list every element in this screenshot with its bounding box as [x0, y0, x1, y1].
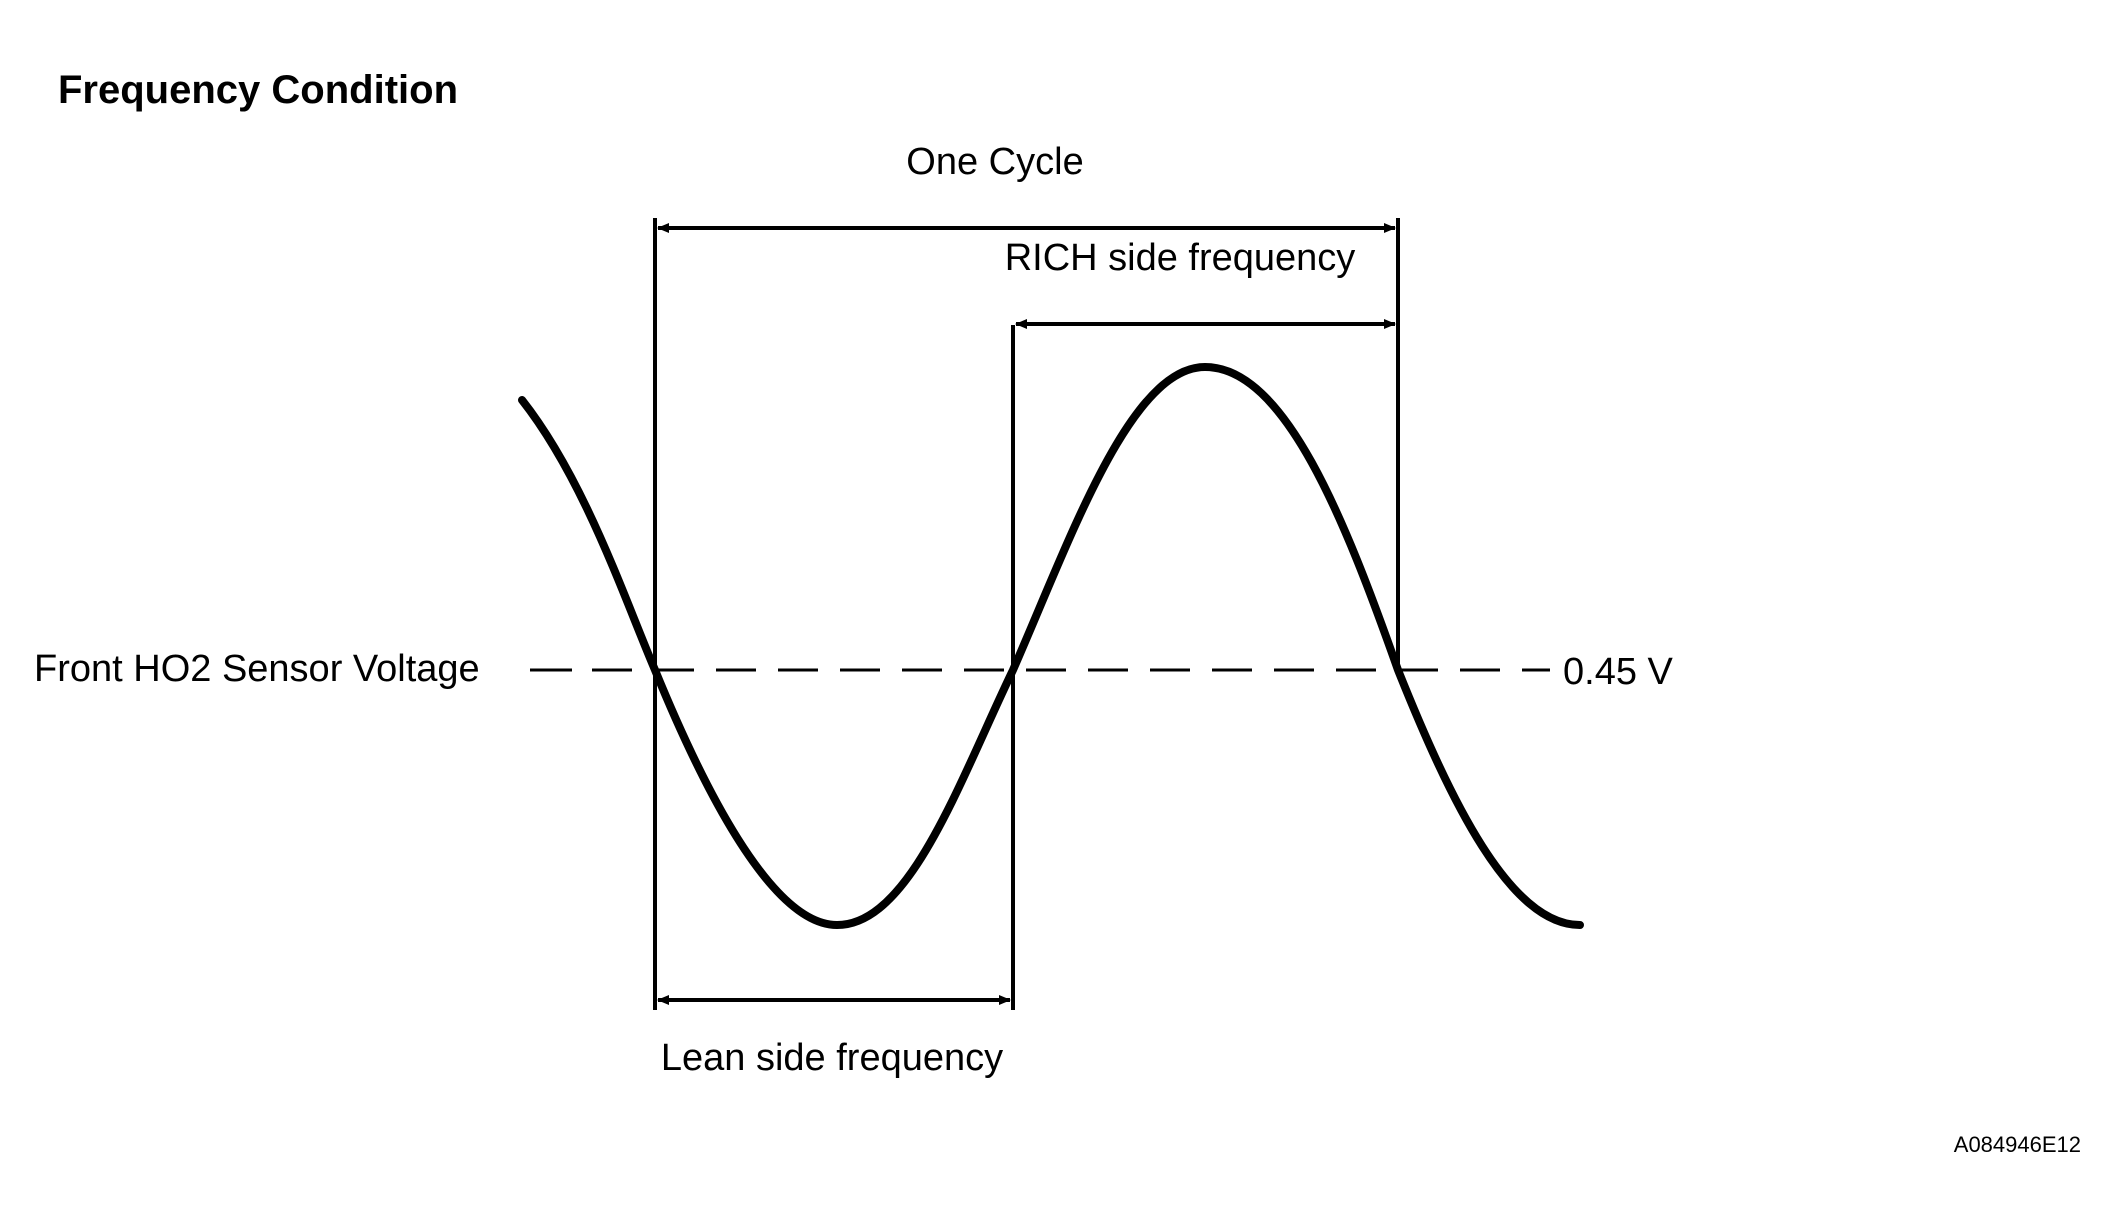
diagram-title: Frequency Condition: [58, 68, 458, 112]
sensor-voltage-waveform: [518, 362, 1584, 930]
lean-side-label: Lean side frequency: [661, 1037, 1003, 1079]
threshold-voltage-label: 0.45 V: [1563, 651, 1674, 693]
rich-side-label: RICH side frequency: [1005, 237, 1356, 279]
one-cycle-label: One Cycle: [906, 141, 1083, 183]
sensor-voltage-label: Front HO2 Sensor Voltage: [34, 648, 480, 690]
figure-code: A084946E12: [1953, 1132, 2081, 1157]
